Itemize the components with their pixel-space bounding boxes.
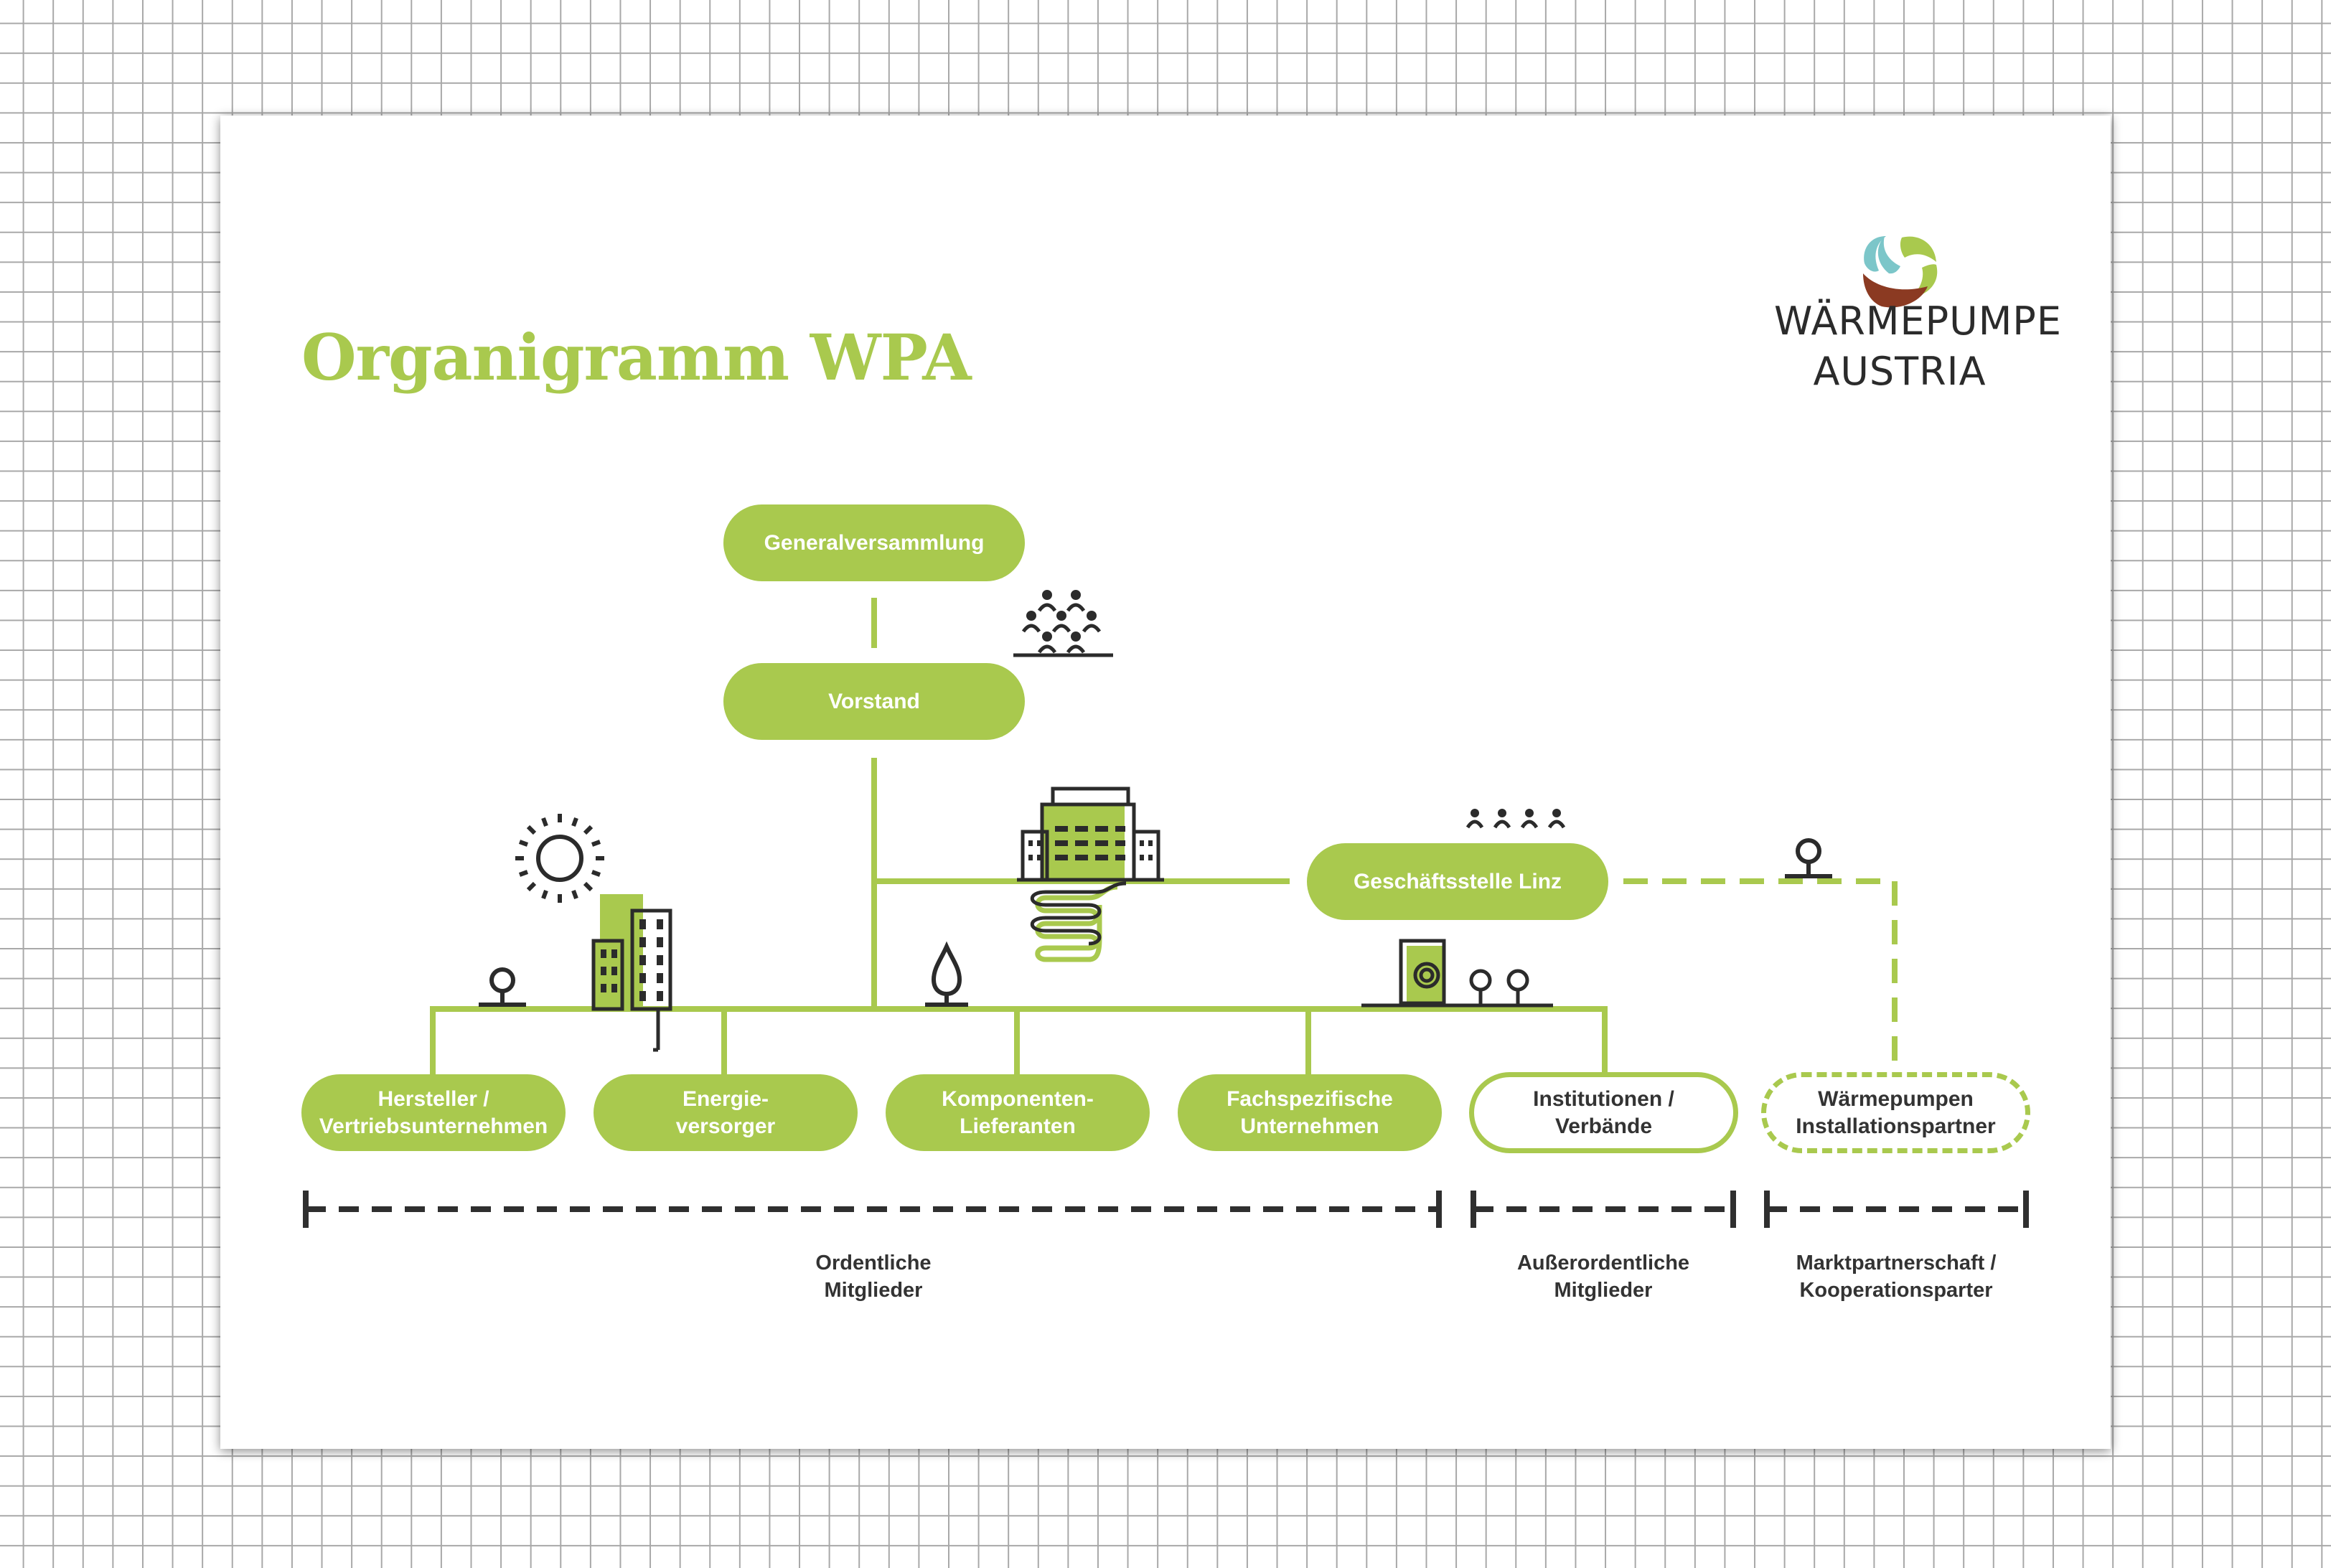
group-marktpartner-line1: Marktpartnerschaft /: [1796, 1252, 1997, 1274]
node-fachspezifische-line2: Unternehmen: [1240, 1114, 1379, 1138]
group-ausserordentliche-line2: Mitglieder: [1554, 1279, 1653, 1302]
pipe-coil-icon: [1030, 881, 1127, 962]
node-vorstand: Vorstand: [723, 663, 1025, 740]
node-energieversorger-line2: versorger: [675, 1114, 776, 1138]
node-institutionen-line1: Institutionen /: [1533, 1086, 1674, 1111]
office-building-icon: [1017, 787, 1164, 882]
sun-icon: [515, 814, 604, 903]
group-ordentliche-line1: Ordentliche: [815, 1252, 932, 1274]
node-generalversammlung-label: Generalversammlung: [764, 530, 985, 555]
node-hersteller: Hersteller / Vertriebsunternehmen: [301, 1074, 566, 1151]
node-waermepumpen-line2: Installationspartner: [1796, 1114, 1996, 1138]
node-energieversorger: Energie-versorger: [594, 1074, 858, 1151]
logo-line1: WÄRMEPUMPE: [1774, 299, 2062, 344]
node-komponenten-lieferanten: Komponenten- Lieferanten: [886, 1074, 1150, 1151]
group-ausserordentliche-line1: Außerordentliche: [1516, 1252, 1690, 1274]
city-buildings-icon: [591, 894, 672, 1052]
group-ordentliche-line2: Mitglieder: [824, 1279, 923, 1302]
logo-wordmark: WÄRMEPUMPE AUSTRIA: [1774, 296, 2062, 397]
node-hersteller-line2: Vertriebsunternehmen: [319, 1114, 548, 1138]
page-title: Organigramm WPA: [301, 320, 972, 395]
connection-lines: [303, 590, 2029, 1228]
people-row-icon: [1465, 809, 1566, 829]
node-vorstand-label: Vorstand: [828, 689, 920, 713]
node-waermepumpen-line1: Wärmepumpen: [1818, 1086, 1974, 1111]
node-geschaeftsstelle-label: Geschäftsstelle Linz: [1353, 869, 1562, 893]
tree-icon-2: [1785, 838, 1832, 878]
node-energieversorger-line1: Energie-: [682, 1086, 769, 1111]
node-komponenten-line1: Komponenten-: [942, 1086, 1094, 1111]
node-hersteller-line1: Hersteller /: [377, 1086, 489, 1111]
node-fachspezifische-line1: Fachspezifische: [1227, 1086, 1393, 1111]
node-generalversammlung: Generalversammlung: [723, 504, 1025, 581]
group-marktpartner-line2: Kooperationsparter: [1799, 1279, 1993, 1302]
node-geschaeftsstelle-linz: Geschäftsstelle Linz: [1307, 843, 1608, 920]
node-institutionen-line2: Verbände: [1554, 1114, 1653, 1138]
org-chart-card: Organigramm WPA WÄRMEPUMPE AUSTRIA: [220, 116, 2111, 1449]
node-institutionen-verbaende: Institutionen / Verbände: [1469, 1072, 1738, 1153]
tree-icon: [479, 967, 526, 1007]
node-komponenten-line2: Lieferanten: [960, 1114, 1076, 1138]
group-label-marktpartner: Marktpartnerschaft / Kooperationsparter: [1717, 1249, 2076, 1304]
logo-line2: AUSTRIA: [1813, 349, 1987, 394]
group-label-ordentliche: Ordentliche Mitglieder: [694, 1249, 1053, 1304]
people-group-icon: [1013, 590, 1113, 657]
group-label-ausserordentliche: Außerordentliche Mitglieder: [1424, 1249, 1783, 1304]
connector-kooperation-dashed: [1623, 878, 1898, 1061]
heat-pump-icon: [1361, 939, 1553, 1008]
waermepumpe-austria-logo: [1863, 236, 1938, 308]
flame-icon: [925, 941, 968, 1007]
